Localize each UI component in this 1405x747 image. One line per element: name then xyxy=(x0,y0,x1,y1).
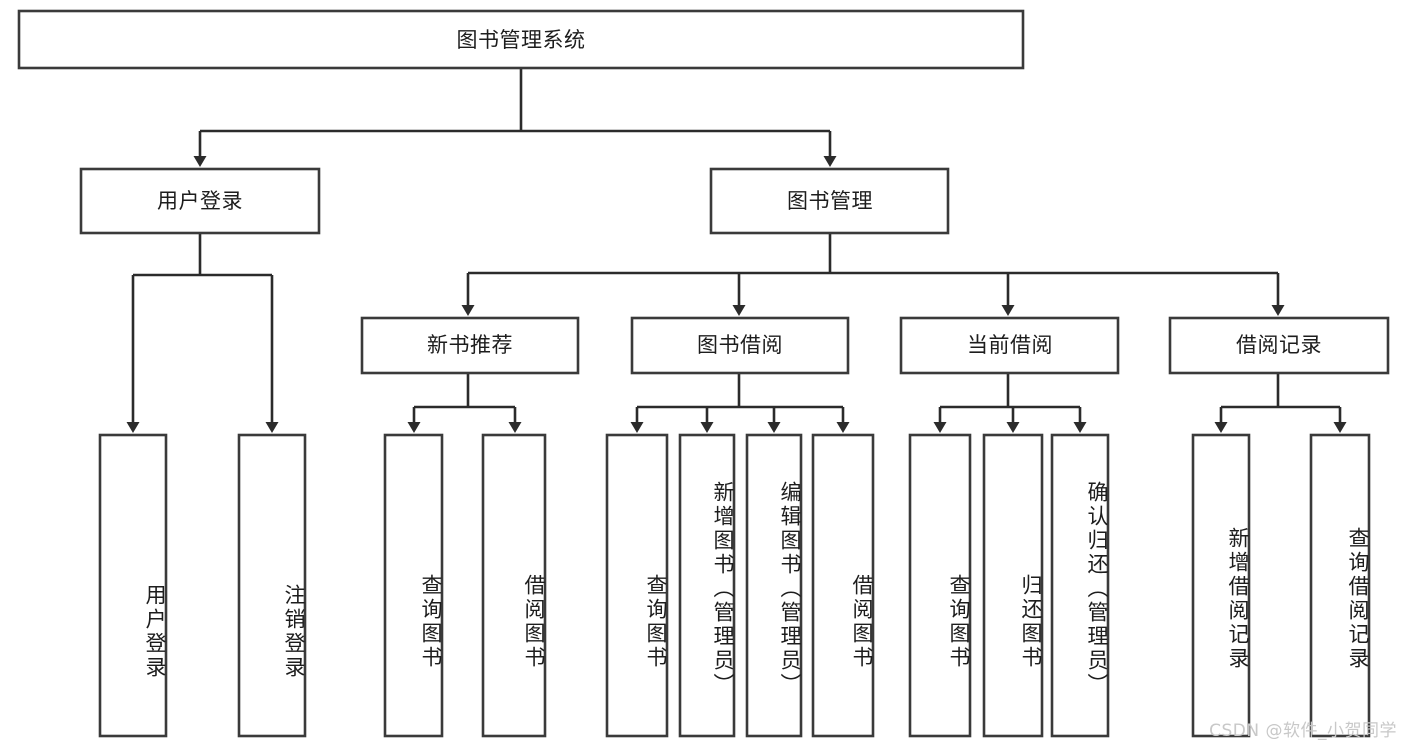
node-leaf-edit-book-admin-box[interactable] xyxy=(745,433,803,738)
node-leaf-add-borrow-record-box[interactable] xyxy=(1191,433,1251,738)
node-leaf-logout-login-box[interactable] xyxy=(237,433,307,738)
node-current-borrow[interactable]: 当前借阅 xyxy=(899,316,1120,375)
node-book-manage-label: 图书管理 xyxy=(787,189,873,213)
node-user-login[interactable]: 用户登录 xyxy=(79,167,321,235)
node-root-label: 图书管理系统 xyxy=(457,28,586,52)
node-new-book-recommend[interactable]: 新书推荐 xyxy=(360,316,580,375)
node-book-borrow-label: 图书借阅 xyxy=(697,333,783,357)
csdn-watermark: CSDN @软件_小贺同学 xyxy=(1209,721,1397,741)
node-root-box[interactable] xyxy=(17,9,1025,70)
node-book-manage[interactable]: 图书管理 xyxy=(709,167,950,235)
boxes-layer: 图书管理系统 用户登录 图书管理 新书推荐 图书借阅 xyxy=(17,9,1390,738)
node-book-manage-box[interactable] xyxy=(709,167,950,235)
node-current-borrow-label: 当前借阅 xyxy=(967,333,1053,357)
node-new-book-recommend-label: 新书推荐 xyxy=(427,333,513,357)
node-leaf-return-book-box[interactable] xyxy=(982,433,1044,738)
node-root[interactable]: 图书管理系统 xyxy=(17,9,1025,70)
node-user-login-box[interactable] xyxy=(79,167,321,235)
node-user-login-label: 用户登录 xyxy=(157,189,243,213)
node-leaf-confirm-return-admin-box[interactable] xyxy=(1050,433,1110,738)
node-leaf-query-book-2-box[interactable] xyxy=(605,433,669,738)
node-leaf-borrow-book-1-box[interactable] xyxy=(481,433,547,738)
node-book-borrow-box[interactable] xyxy=(630,316,850,375)
node-leaf-borrow-book-2-box[interactable] xyxy=(811,433,875,738)
node-leaf-query-book-1-box[interactable] xyxy=(383,433,444,738)
node-borrow-record[interactable]: 借阅记录 xyxy=(1168,316,1390,375)
node-leaf-query-book-3-box[interactable] xyxy=(908,433,972,738)
node-leaf-add-book-admin-box[interactable] xyxy=(678,433,736,738)
node-borrow-record-label: 借阅记录 xyxy=(1236,333,1322,357)
node-new-book-recommend-box[interactable] xyxy=(360,316,580,375)
node-current-borrow-box[interactable] xyxy=(899,316,1120,375)
node-book-borrow[interactable]: 图书借阅 xyxy=(630,316,850,375)
node-leaf-query-borrow-record-box[interactable] xyxy=(1309,433,1371,738)
connectors-layer xyxy=(126,68,1347,433)
node-leaf-user-login-box[interactable] xyxy=(98,433,168,738)
node-borrow-record-box[interactable] xyxy=(1168,316,1390,375)
